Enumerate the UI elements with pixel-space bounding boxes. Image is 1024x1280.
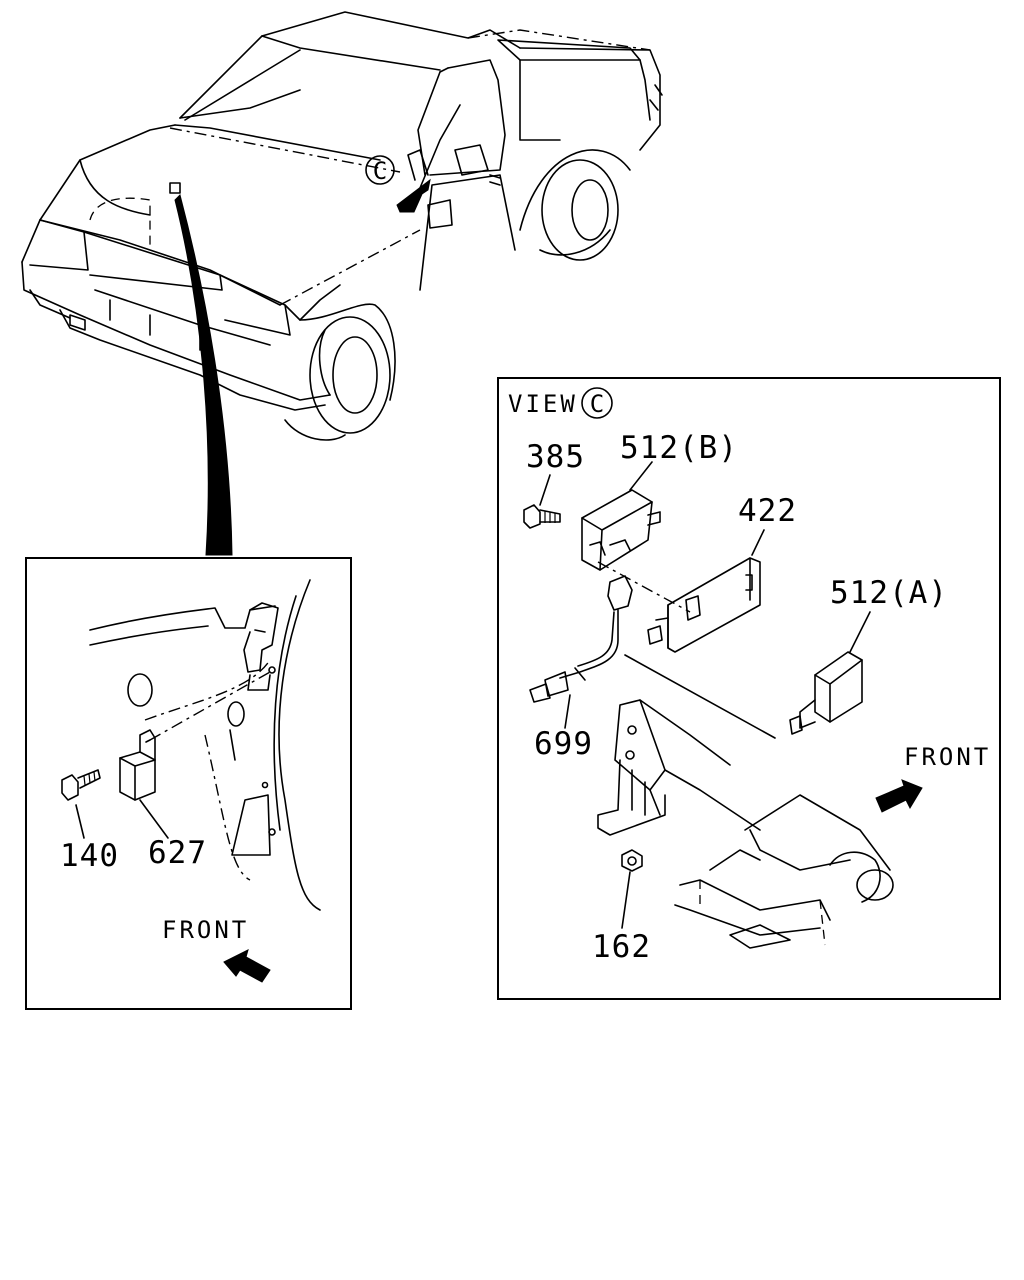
detail-panel-frame bbox=[25, 557, 352, 1010]
bracket-422 bbox=[647, 557, 761, 653]
bolt-385 bbox=[523, 504, 561, 529]
nut-162 bbox=[621, 849, 643, 872]
module-512a bbox=[789, 651, 863, 735]
view-title: VIEW bbox=[508, 390, 578, 418]
module-512b bbox=[581, 489, 661, 571]
callout-627: 627 bbox=[148, 835, 207, 871]
harness-699 bbox=[529, 575, 633, 703]
leader-ribbon bbox=[174, 194, 233, 556]
truck-illustration: C bbox=[21, 11, 663, 441]
relay-module-627 bbox=[119, 729, 156, 801]
front-arrow-detail bbox=[223, 949, 271, 983]
hood-item-marker bbox=[169, 182, 181, 194]
view-title-marker-circle bbox=[581, 387, 613, 419]
view-marker-circle bbox=[365, 155, 395, 185]
front-label-view: FRONT bbox=[904, 743, 991, 771]
floor-mount bbox=[597, 699, 894, 949]
bolt-140 bbox=[61, 769, 101, 801]
detail-panel: 140 627 FRONT bbox=[25, 557, 352, 1010]
front-label-detail: FRONT bbox=[162, 916, 249, 944]
callout-512a: 512(A) bbox=[830, 575, 948, 611]
callout-699: 699 bbox=[534, 726, 593, 762]
front-arrow-view bbox=[875, 779, 923, 813]
callout-140: 140 bbox=[60, 838, 119, 874]
callout-162: 162 bbox=[592, 929, 651, 965]
callout-385: 385 bbox=[526, 439, 585, 475]
callout-512b: 512(B) bbox=[620, 430, 738, 466]
view-title-marker: C bbox=[590, 390, 604, 418]
view-c-panel: VIEW C 385 512(B) bbox=[497, 377, 1001, 1000]
callout-422: 422 bbox=[738, 493, 797, 529]
view-c-frame bbox=[497, 377, 1001, 1000]
view-marker-label: C bbox=[373, 157, 387, 185]
